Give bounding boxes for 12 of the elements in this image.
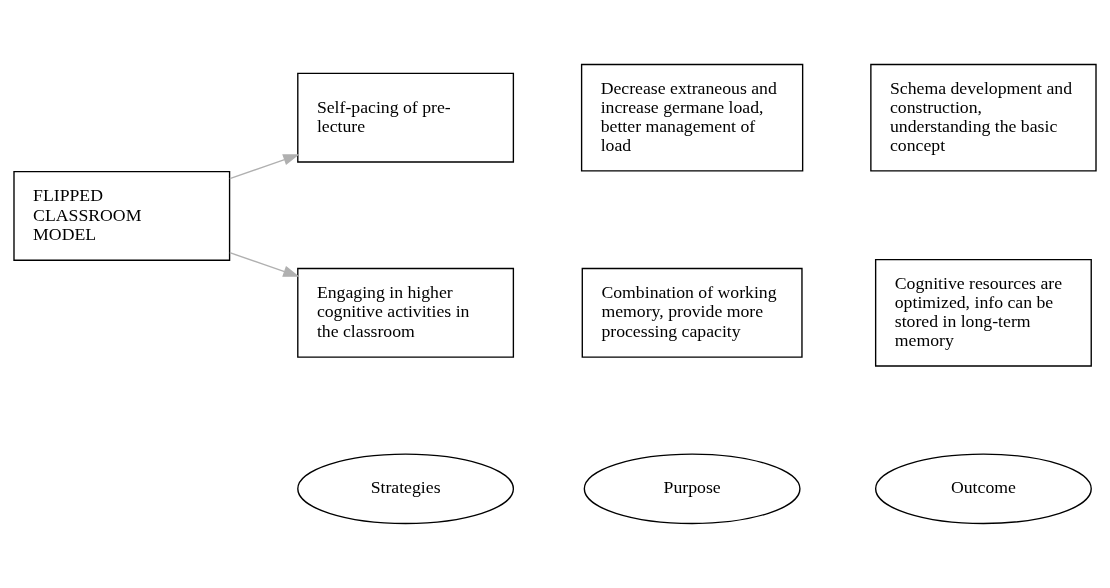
arrow bbox=[229, 154, 300, 180]
node-ellipse: Strategies bbox=[297, 453, 515, 525]
node-ellipse: Outcome bbox=[874, 453, 1092, 525]
arrow bbox=[229, 252, 300, 277]
node-box: Engaging in higher cognitive activities in the classroom bbox=[297, 267, 515, 358]
node-box: Self-pacing of pre-lecture bbox=[297, 72, 515, 163]
node-box: Schema development and construction, understanding the basic concept bbox=[870, 63, 1097, 172]
node-box: FLIPPED CLASSROOM MODEL bbox=[13, 170, 231, 261]
node-ellipse: Purpose bbox=[583, 453, 801, 525]
node-box: Decrease extraneous and increase germane load, better management of load bbox=[580, 63, 804, 172]
node-box: Combination of working memory, provide more processing capacity bbox=[581, 267, 803, 358]
node-box: Cognitive resources are optimized, info can be stored in long-term memory bbox=[874, 258, 1092, 367]
